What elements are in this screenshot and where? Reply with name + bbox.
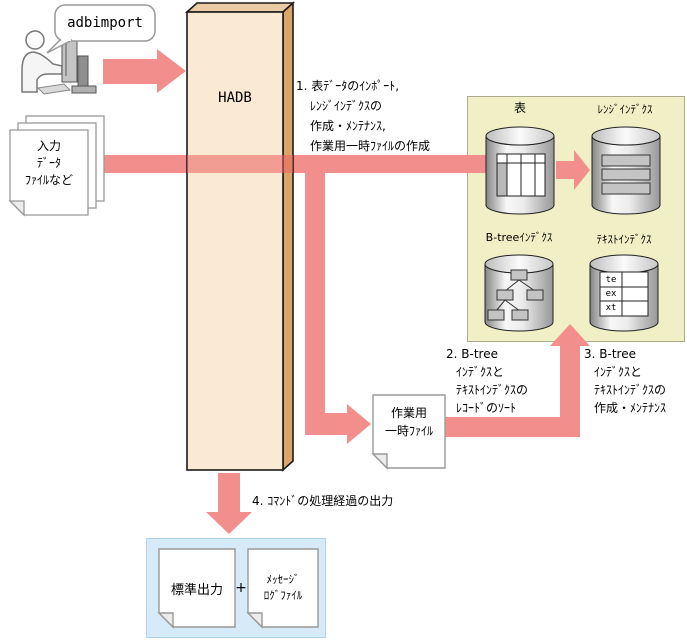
hadb-label: HADB	[218, 90, 252, 106]
logfile-label: ﾒｯｾｰｼﾞ ﾛｸﾞﾌｧｲﾙ	[263, 573, 303, 602]
text-index-cell-ex: ex	[605, 288, 617, 299]
input-flow-arrow-left	[100, 155, 187, 173]
table-cylinder	[485, 126, 555, 215]
stdout-label: 標準出力	[170, 582, 223, 598]
keyboard-icon	[36, 83, 72, 95]
table-to-rangeindex-arrow	[556, 150, 590, 190]
step3-text: 3. B-tree ｲﾝﾃﾞｸｽと ﾃｷｽﾄｲﾝﾃﾞｸｽの 作成・ﾒﾝﾃﾅﾝｽ	[584, 347, 667, 415]
table-cylinder-label: 表	[513, 101, 526, 115]
hadb-to-workfile-arrow	[305, 173, 371, 444]
command-label: adbimport	[67, 15, 143, 31]
range-index-label: ﾚﾝｼﾞｲﾝﾃﾞｸｽ	[597, 103, 653, 116]
input-files-label: 入力 ﾃﾞｰﾀ ﾌｧｲﾙなど	[24, 139, 73, 187]
command-bubble	[46, 4, 156, 54]
step1-text: 1. 表ﾃﾞｰﾀのｲﾝﾎﾟｰﾄ, ﾚﾝｼﾞｲﾝﾃﾞｸｽの 作成・ﾒﾝﾃﾅﾝｽ, …	[296, 79, 431, 153]
range-index-cylinder	[591, 126, 661, 215]
step4-text: 4. ｺﾏﾝﾄﾞの処理経過の出力	[252, 494, 394, 508]
input-files-icon	[8, 115, 105, 217]
input-flow-arrow-overlap	[187, 155, 293, 173]
text-index-label: ﾃｷｽﾄｲﾝﾃﾞｸｽ	[596, 233, 652, 246]
user-to-hadb-arrow	[103, 49, 186, 93]
text-table-icon	[599, 271, 649, 317]
text-index-cylinder	[589, 254, 659, 332]
text-index-cell-te: te	[605, 274, 617, 285]
btree-tree-icon	[487, 269, 544, 321]
btree-index-label: B-treeｲﾝﾃﾞｸｽ	[485, 231, 553, 244]
input-flow-arrow-right	[293, 155, 490, 173]
logfile-icon	[246, 548, 319, 629]
workfile-to-index-arrow	[445, 324, 590, 437]
btree-index-cylinder	[484, 254, 554, 332]
text-index-cell-xt: xt	[605, 302, 617, 313]
stdout-file-icon	[157, 548, 236, 629]
table-grid-icon	[496, 153, 546, 197]
range-bars-icon	[601, 154, 651, 195]
workfile-label: 作業用 一時ﾌｧｲﾙ	[384, 406, 433, 438]
workfile-icon	[371, 394, 446, 470]
plus-sign: +	[235, 580, 247, 596]
step2-text: 2. B-tree ｲﾝﾃﾞｸｽと ﾃｷｽﾄｲﾝﾃﾞｸｽの ﾚｺｰﾄﾞのｿｰﾄ	[446, 347, 529, 415]
hadb-to-output-arrow	[206, 473, 252, 534]
hadb-box	[184, 1, 296, 472]
